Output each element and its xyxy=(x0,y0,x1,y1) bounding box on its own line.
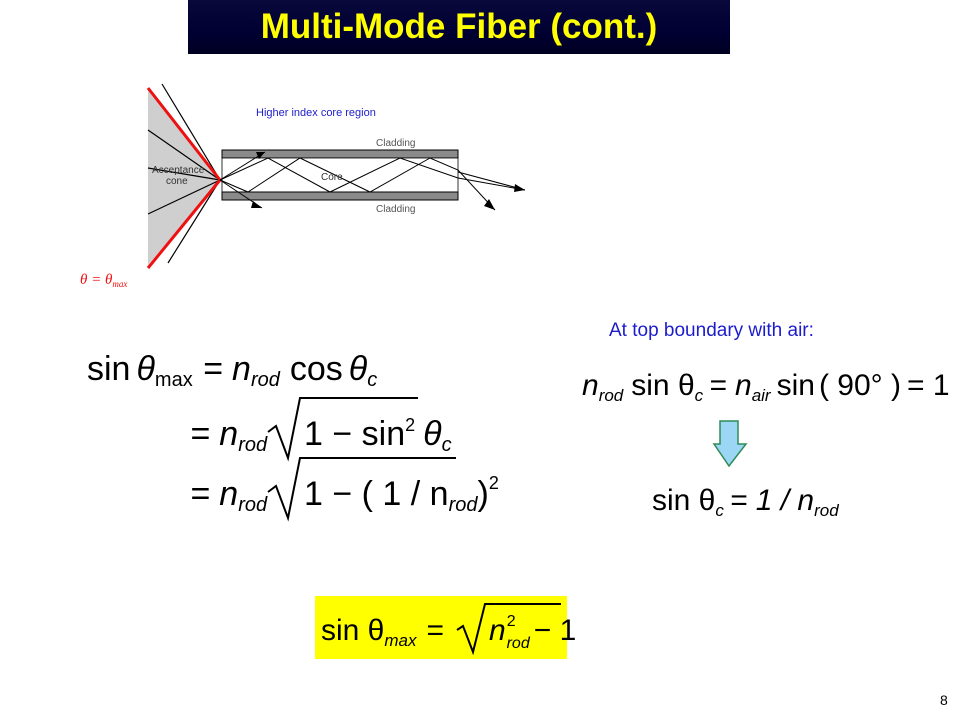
core-label: Core xyxy=(321,172,343,183)
guided-ray-1 xyxy=(219,157,526,193)
cladding-top-label: Cladding xyxy=(376,138,415,149)
arrowhead-1 xyxy=(514,184,525,192)
ray-lower-outer xyxy=(167,179,221,264)
sqrt-sign-2 xyxy=(267,397,418,462)
core-region xyxy=(221,157,459,193)
fiber-diagram: Higher index core region Cladding Core C… xyxy=(80,83,526,289)
ray-incoming-3 xyxy=(147,167,221,181)
acceptance-boundary-lower xyxy=(146,179,222,269)
eq-line-2: = nrod xyxy=(190,415,268,456)
acceptance-boundary-upper xyxy=(146,87,222,181)
ray-incoming-1 xyxy=(147,129,221,181)
exit-ray-1 xyxy=(457,171,526,191)
sqrt-sign-3 xyxy=(267,457,456,522)
page-number: 8 xyxy=(940,692,948,708)
higher-index-label: Higher index core region xyxy=(256,107,376,119)
cone-label: cone xyxy=(166,176,188,187)
acceptance-cone xyxy=(148,88,220,265)
svg-text:sin θmax=: sin θmax= xyxy=(321,614,444,650)
theta-max-label: θ = θmax xyxy=(80,272,127,289)
ray-incoming-2 xyxy=(147,179,221,215)
cladding-bottom-bar xyxy=(221,191,459,201)
eq-line-3: = nrod xyxy=(190,475,268,516)
cladding-bottom-label: Cladding xyxy=(376,204,415,215)
sqrt-sign-result xyxy=(456,603,561,656)
acceptance-label: Acceptance xyxy=(152,165,205,176)
escaping-ray-up xyxy=(219,151,266,181)
arrowhead-4 xyxy=(251,201,262,208)
eq-line-3-radicand: 1 − ( 1 / nrod)2 xyxy=(304,473,499,516)
slide-title-bar: Multi-Mode Fiber (cont.) xyxy=(188,0,730,54)
guided-ray-2 xyxy=(219,157,496,211)
arrowhead-2 xyxy=(484,199,495,210)
arrowhead-3 xyxy=(256,152,265,159)
boundary-label: At top boundary with air: xyxy=(609,320,814,341)
ray-upper-outer xyxy=(161,83,221,181)
slide-title: Multi-Mode Fiber (cont.) xyxy=(260,7,658,46)
critical-angle-equation: sin θc= 1 / nrod xyxy=(652,484,839,520)
down-arrow-icon xyxy=(712,420,748,468)
theta-max-subscript: max xyxy=(112,279,127,289)
